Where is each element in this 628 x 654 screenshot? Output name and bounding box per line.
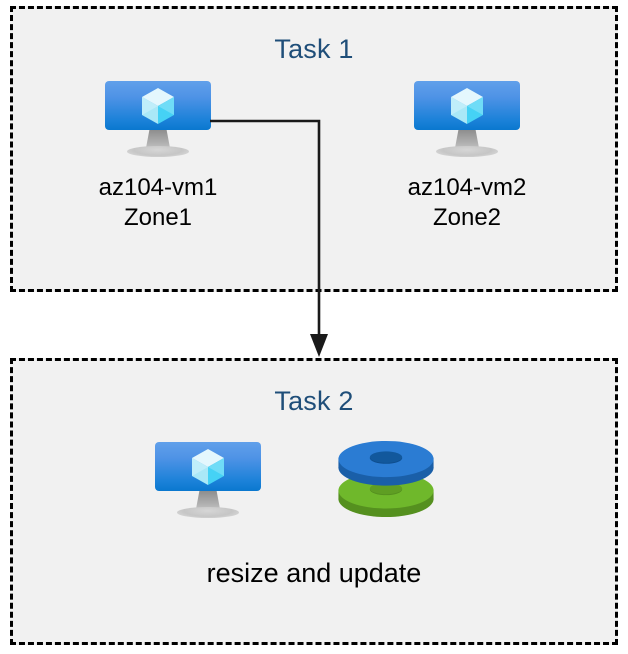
node-label-az104-vm2: az104-vm2 Zone2 [408, 173, 527, 233]
vm2-zone: Zone2 [432, 204, 502, 231]
task-1-container: Task 1 [10, 6, 618, 292]
node-managed-disks[interactable] [333, 440, 439, 522]
node-az104-vm2[interactable]: az104-vm2 Zone2 [408, 81, 526, 231]
vm-cube-icon [451, 87, 483, 124]
connector-arrowhead [310, 334, 328, 357]
vm-cube-icon [192, 448, 224, 485]
vm-stand-base [177, 507, 239, 518]
task-2-caption: resize and update [206, 558, 422, 588]
blue-disk [338, 440, 434, 486]
vm1-name: az104-vm1 [98, 174, 218, 201]
task-2-title: Task 2 [274, 386, 354, 416]
task-1-title: Task 1 [274, 34, 354, 64]
vm2-name: az104-vm2 [407, 174, 527, 201]
azure-vm-icon [105, 81, 211, 159]
managed-disks-icon [338, 440, 434, 518]
vm-stand-neck [146, 130, 170, 148]
vm-cube-icon [142, 87, 174, 124]
vm-screen [105, 81, 211, 130]
node-az104-vm1[interactable]: az104-vm1 Zone1 [99, 81, 217, 231]
vm-stand-neck [196, 491, 220, 509]
node-task2-vm[interactable] [155, 442, 261, 520]
node-label-az104-vm1: az104-vm1 Zone1 [99, 173, 218, 233]
task-2-container: Task 2 [10, 358, 618, 645]
vm-screen [155, 442, 261, 491]
vm-stand-base [127, 146, 189, 157]
vm-stand-base [436, 146, 498, 157]
vm1-zone: Zone1 [123, 204, 193, 231]
vm-stand-neck [455, 130, 479, 148]
vm-screen [414, 81, 520, 130]
azure-vm-icon [414, 81, 520, 159]
azure-vm-icon [155, 442, 261, 520]
